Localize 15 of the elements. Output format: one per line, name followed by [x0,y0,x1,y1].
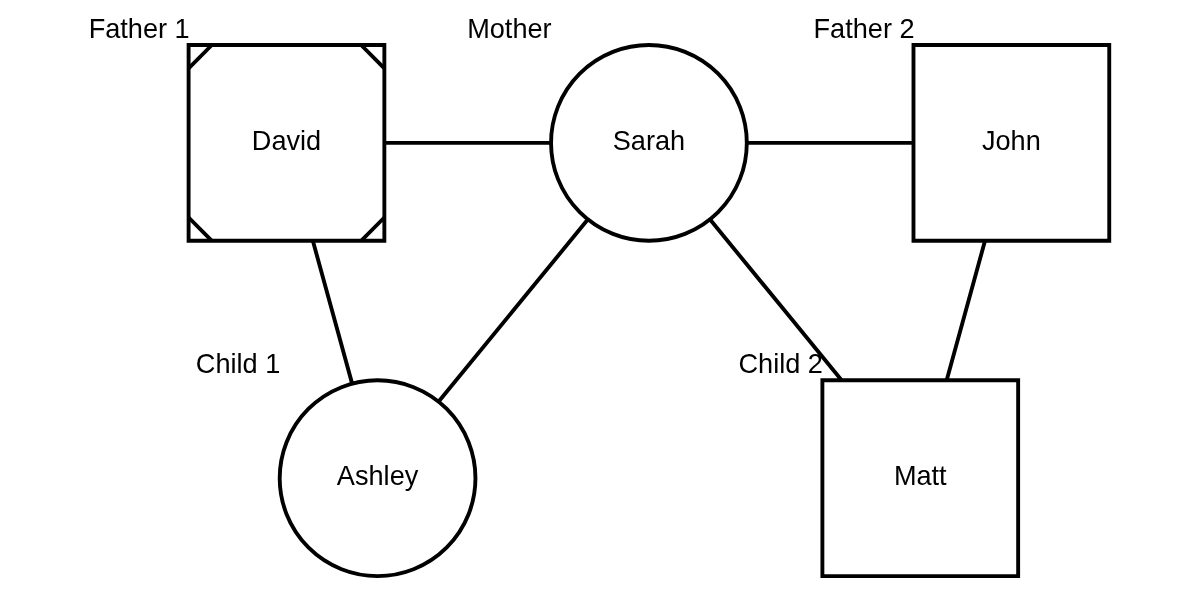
connector [747,140,914,145]
connector [311,241,354,384]
connector [384,140,551,145]
connector [709,218,843,382]
connector [944,241,987,381]
node-label: Mother [467,12,552,44]
connector [437,218,589,403]
node-label: Child 2 [738,347,823,379]
node-label: Father 2 [813,12,915,44]
node-box: Matt [820,378,1021,578]
node-circle: Sarah [549,43,749,243]
node-box: John [911,43,1112,243]
node-label: Child 1 [195,347,281,379]
node-label: Father 1 [88,12,190,44]
node-circle: Ashley [277,378,478,578]
